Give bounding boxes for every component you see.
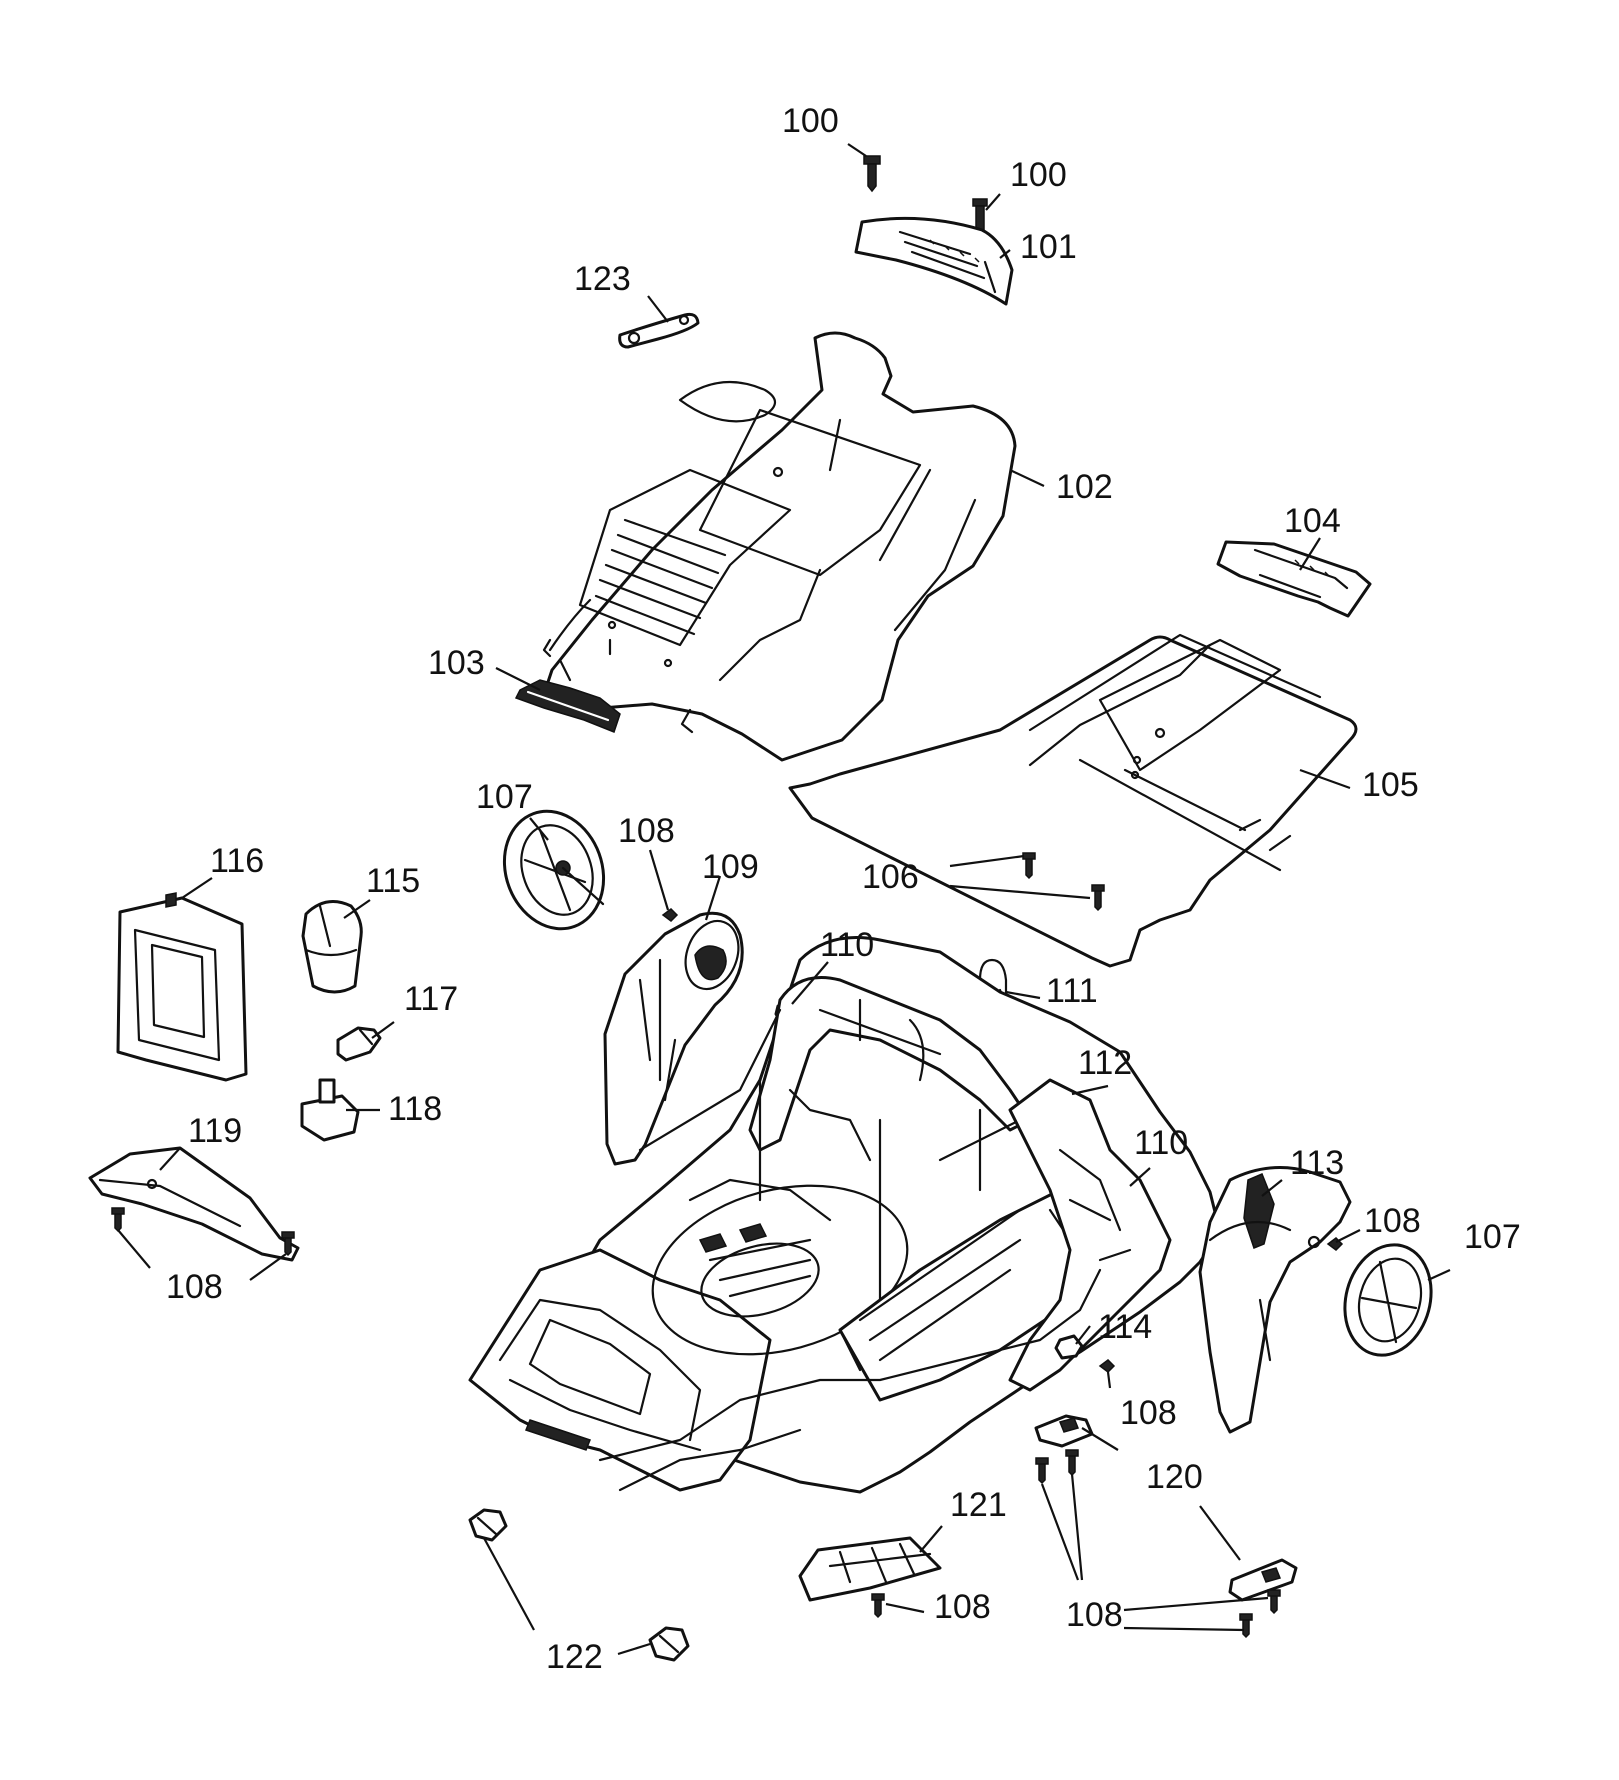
part-108-screw-f: [871, 1593, 885, 1619]
callout-108-d: 108: [1120, 1394, 1177, 1432]
part-102-top-cover: [540, 331, 1017, 762]
callout-106: 106: [862, 858, 919, 896]
callout-110-b: 110: [1134, 1124, 1188, 1162]
part-105-rear-flap: [788, 633, 1358, 968]
callout-100-b: 100: [1010, 156, 1067, 194]
callout-118: 118: [388, 1090, 442, 1128]
part-108-screw-d: [1098, 1359, 1116, 1373]
part-107-wheel-right: [1343, 1243, 1433, 1357]
part-115-battery-pack: [301, 900, 363, 994]
callout-108-e: 108: [934, 1588, 991, 1626]
part-114-nut: [1054, 1334, 1084, 1360]
callout-labels: 100 100 101 123 102 104 103 105 107 108 …: [166, 102, 1521, 1676]
part-117-bracket: [336, 1026, 382, 1062]
callout-108-b: 108: [1364, 1202, 1421, 1240]
part-120-bracket: [1228, 1558, 1298, 1602]
callout-101: 101: [1020, 228, 1077, 266]
part-108-screws-b: [111, 1207, 295, 1257]
callout-108-a: 108: [618, 812, 675, 850]
part-108-screws-e: [1035, 1449, 1281, 1639]
callout-108-f: 108: [1066, 1596, 1123, 1634]
callout-112: 112: [1078, 1044, 1132, 1082]
callout-115: 115: [366, 862, 420, 900]
leader-lines: [117, 143, 1451, 1656]
callout-123: 123: [574, 260, 631, 298]
part-116-battery-cover: [116, 892, 248, 1082]
callout-120: 120: [1146, 1458, 1203, 1496]
callout-122: 122: [546, 1638, 603, 1676]
mower-deck-body: [468, 936, 1222, 1494]
part-123-clip: [618, 312, 700, 349]
part-118-knob: [300, 1078, 360, 1142]
callout-104: 104: [1284, 502, 1341, 540]
callout-108-c: 108: [166, 1268, 223, 1306]
callout-107-right: 107: [1464, 1218, 1521, 1256]
part-107-wheel-left: [502, 809, 606, 931]
part-122-clips: [468, 1508, 690, 1662]
callout-113: 113: [1290, 1144, 1344, 1182]
part-100-screw-a: [863, 155, 881, 193]
callout-119: 119: [188, 1112, 242, 1150]
callout-116: 116: [210, 842, 264, 880]
part-103-latch: [514, 679, 621, 733]
callout-109: 109: [702, 848, 759, 886]
part-104-handle-bracket: [1216, 540, 1372, 618]
callout-114: 114: [1098, 1308, 1152, 1346]
part-109-wheel-bracket-left: [603, 911, 744, 1166]
callout-111: 111: [1046, 972, 1098, 1010]
part-120-clip: [1034, 1414, 1094, 1448]
callout-102: 102: [1056, 468, 1113, 506]
part-101-handle-grip: [854, 216, 1014, 306]
callout-103: 103: [428, 644, 485, 682]
callout-121: 121: [950, 1486, 1007, 1524]
part-108-screw-a: [661, 908, 679, 922]
part-119-rail: [88, 1146, 300, 1262]
part-113-wheel-bracket-right: [1198, 1166, 1352, 1434]
callout-117: 117: [404, 980, 458, 1018]
part-121-plate: [798, 1536, 942, 1602]
callout-105: 105: [1362, 766, 1419, 804]
callout-100-a: 100: [782, 102, 839, 140]
callout-107-left: 107: [476, 778, 533, 816]
callout-110-a: 110: [820, 926, 874, 964]
